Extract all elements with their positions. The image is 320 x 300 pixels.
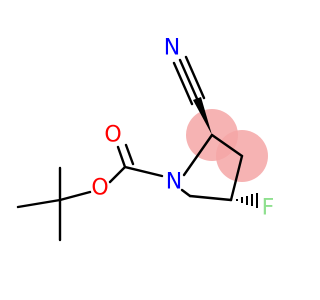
bond-ring-n-c2	[182, 133, 214, 177]
bond-carbonyl-double-1	[116, 145, 127, 169]
nitrile-bond	[172, 55, 206, 106]
atom-ester-o: O	[91, 176, 108, 201]
bond-c3-c4	[229, 154, 244, 202]
bond-c4-c5	[188, 194, 233, 202]
hashed-bond-c4-f	[236, 193, 258, 208]
atom-fluorine: F	[262, 196, 275, 221]
wedge-bond-c2-cn	[193, 97, 212, 135]
bond-ring-n-carbonyl-c	[123, 165, 164, 178]
atom-nitrile-n: N	[164, 36, 180, 61]
atom-ring-n: N	[166, 170, 182, 195]
bond-ester-o-tbu-c	[58, 190, 92, 202]
molecule-structure: N O N O F	[16, 36, 275, 242]
bond-carbonyl-c-ester-o	[108, 165, 127, 184]
atom-carbonyl-o: O	[104, 123, 121, 148]
bond-tbu-methyl-left	[16, 198, 62, 209]
bond-c2-c3	[210, 133, 244, 158]
bond-c5-ring-n	[180, 188, 192, 198]
bond-carbonyl-double-2	[124, 143, 135, 166]
